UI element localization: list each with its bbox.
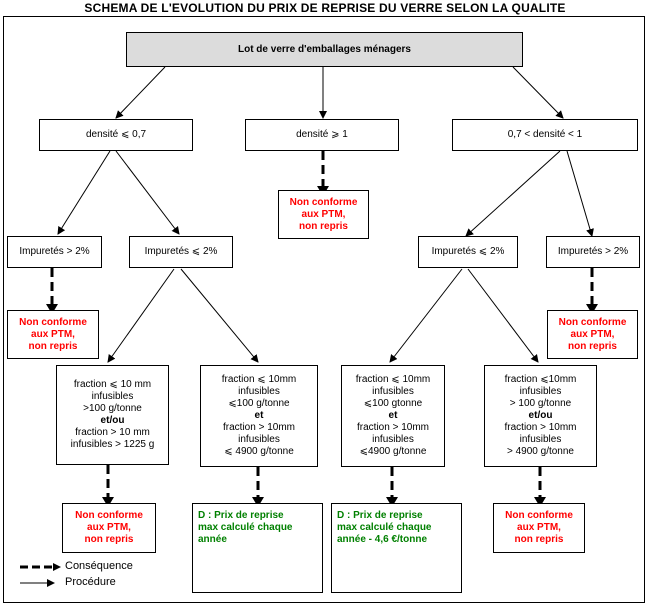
arrow-root-right: [512, 66, 564, 119]
box-impurities-ll: Impuretés > 2%: [7, 236, 102, 268]
result-rr: Non conforme aux PTM, non repris: [547, 310, 638, 359]
box-density-low: densité ⩽ 0,7: [39, 119, 193, 151]
result-c-price: D : Prix de reprise max calculé chaque a…: [331, 503, 462, 593]
dash-b-head: [252, 497, 264, 507]
arrow-right-rr: [566, 150, 594, 237]
box-criteria-d: fraction ⩽10mm infusibles > 100 g/tonne …: [484, 365, 597, 467]
arrow-root-left: [115, 66, 166, 119]
box-density-mid: 0,7 < densité < 1: [452, 119, 638, 151]
dash-a-head: [102, 497, 114, 507]
legend-procedure: Procédure: [65, 576, 116, 588]
legend-consequence: Conséquence: [65, 560, 133, 572]
dash-ll-head: [46, 304, 58, 314]
arrow-lr-a: [107, 268, 175, 363]
dash-rr-head: [586, 304, 598, 314]
result-b-price: D : Prix de reprise max calculé chaque a…: [192, 503, 323, 593]
arrow-lr-b: [180, 268, 259, 363]
arrow-left-ll: [57, 150, 111, 235]
box-criteria-a: fraction ⩽ 10 mm infusibles >100 g/tonne…: [56, 365, 169, 465]
box-impurities-lr: Impuretés ⩽ 2%: [129, 236, 233, 268]
arrow-rl-d: [467, 268, 539, 363]
arrow-left-lr: [115, 150, 180, 235]
box-criteria-b: fraction ⩽ 10mm infusibles ⩽100 g/tonne …: [200, 365, 318, 467]
result-a: Non conforme aux PTM, non repris: [62, 503, 156, 553]
diagram-title: Schema de l'evolution du prix de reprise…: [84, 1, 566, 15]
box-criteria-c: fraction ⩽ 10mm infusibles ⩽100 gtonne e…: [341, 365, 445, 467]
dash-c-head: [386, 497, 398, 507]
box-density-high: densité ⩾ 1: [245, 119, 399, 151]
result-center: Non conforme aux PTM, non repris: [278, 190, 369, 239]
arrow-right-rl: [465, 150, 561, 237]
box-impurities-rl: Impuretés ⩽ 2%: [418, 236, 518, 268]
dash-d-head: [534, 497, 546, 507]
root-box: Lot de verre d'emballages ménagers: [126, 32, 523, 67]
box-impurities-rr: Impuretés > 2%: [546, 236, 640, 268]
arrow-rl-c: [389, 268, 463, 363]
result-ll: Non conforme aux PTM, non repris: [7, 310, 99, 359]
diagram-frame: [3, 16, 645, 603]
result-d: Non conforme aux PTM, non repris: [493, 503, 585, 553]
